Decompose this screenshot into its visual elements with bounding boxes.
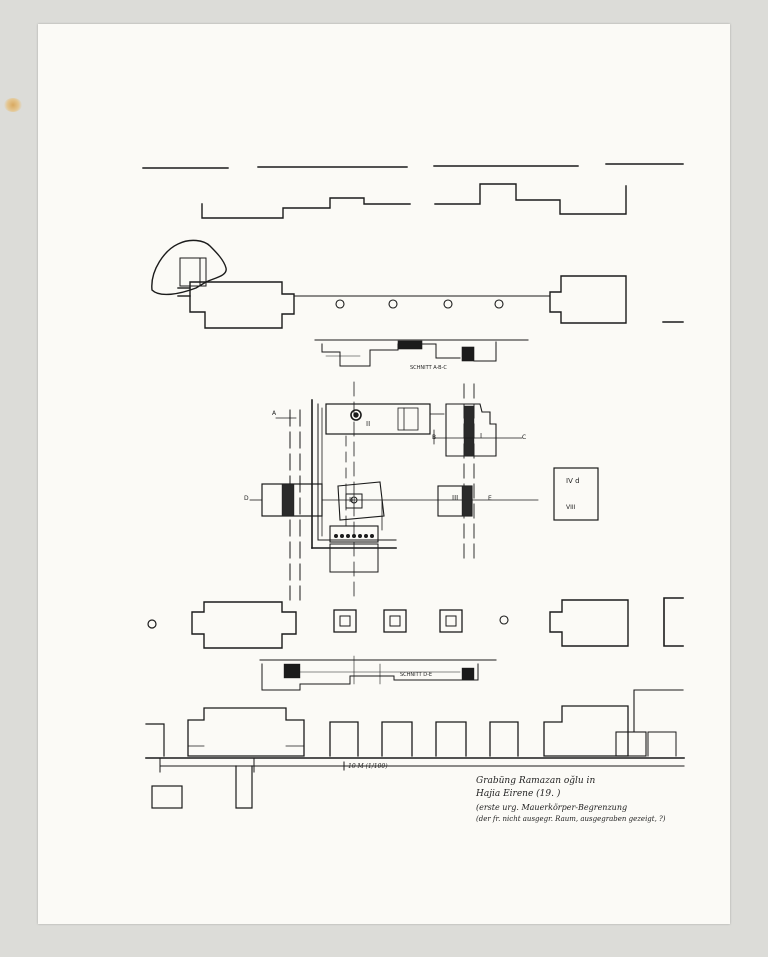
- room-label-iii-a: III: [349, 496, 356, 504]
- bottom-elevation: [145, 689, 685, 809]
- axis-label-e: E: [488, 495, 492, 502]
- central-plan: [249, 381, 599, 601]
- room-label-i: I: [480, 432, 483, 440]
- axis-label-d: D: [244, 495, 249, 502]
- annotation-line-2: Hajia Eirene (19. ): [476, 789, 561, 799]
- axis-label-a: A: [272, 410, 277, 417]
- top-baseline: [142, 163, 684, 169]
- scale-label: 10 M (1/100): [348, 763, 388, 770]
- middle-plan-row: [147, 597, 684, 649]
- axis-label-b: B: [432, 434, 437, 441]
- room-label-iv: IV d: [566, 477, 580, 485]
- paper-stain: [4, 98, 22, 112]
- room-label-viii: VIII: [566, 504, 576, 511]
- annotation-line-3: (erste urg. Mauerkörper-Begrenzung: [476, 803, 628, 812]
- roof-profile: [201, 183, 627, 219]
- upper-plan-row: [151, 239, 684, 329]
- annotation-line-1: Grabüng Ramazan oğlu in: [476, 776, 596, 786]
- photograph-sheet: [38, 24, 730, 924]
- room-label-ii: II: [366, 420, 371, 428]
- room-label-iii-b: III: [452, 494, 459, 502]
- section-label-de: SCHNITT D-E: [400, 672, 433, 678]
- section-label-abc: SCHNITT A-B-C: [410, 365, 447, 371]
- section-de: [259, 655, 497, 691]
- section-abc: [314, 339, 529, 367]
- annotation-line-4: (der fr. nicht ausgegr. Raum, ausgegrabe…: [476, 815, 666, 823]
- axis-label-c: C: [522, 434, 527, 441]
